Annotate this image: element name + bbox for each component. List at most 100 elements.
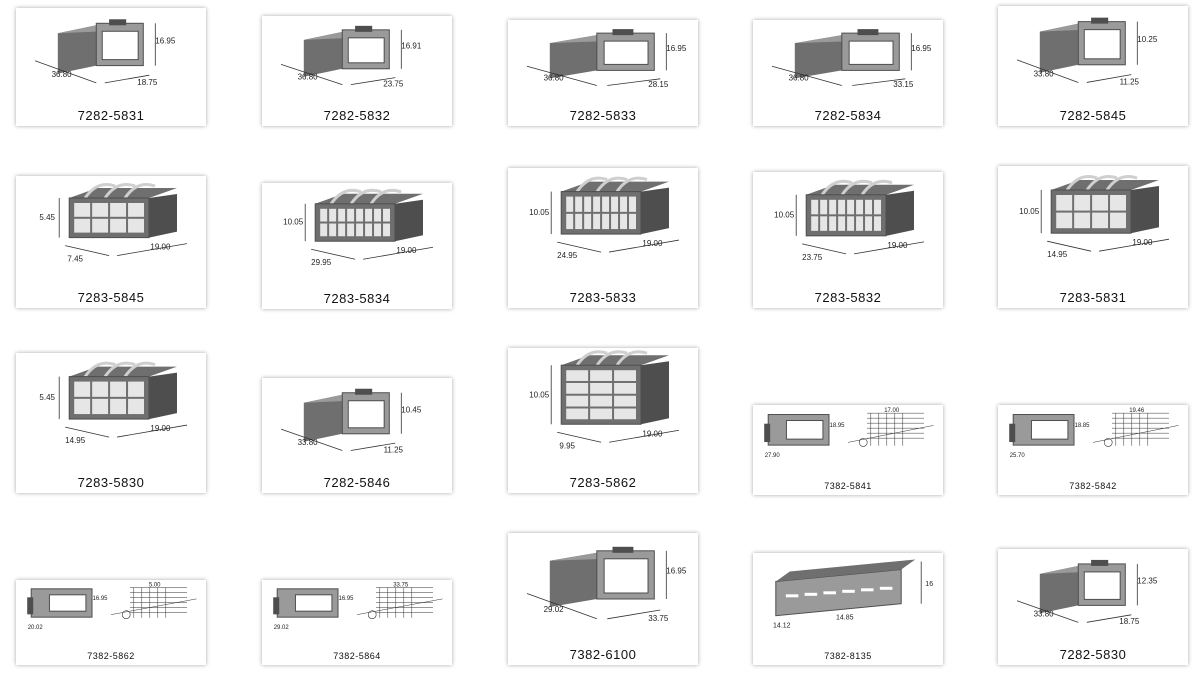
dimension-label: 29.95	[311, 258, 332, 267]
dimension-label: 19.00	[150, 243, 171, 252]
dimension-label: 10.05	[283, 217, 304, 226]
dimension-label: 10.05	[1019, 207, 1040, 216]
part-number: 7282-5846	[323, 475, 391, 490]
dimension-label: 19.00	[1132, 238, 1153, 247]
connector-body	[560, 176, 669, 235]
dimension-label: 18.85	[1074, 423, 1090, 429]
connector-body	[549, 29, 655, 79]
connector-illustration: 10.05 29.95 19.00	[283, 188, 434, 267]
dimension-label: 18.75	[137, 78, 158, 87]
dimension-label: 36.80	[544, 73, 565, 82]
part-number: 7382-6100	[569, 647, 637, 662]
dimension-label: 23.75	[802, 253, 823, 262]
product-card[interactable]: 10.05 29.95 19.00 7283-5834	[262, 183, 452, 309]
part-number: 7283-5833	[569, 290, 637, 305]
dimension-label: 16.95	[92, 596, 108, 602]
dimension-label: 33.15	[893, 80, 914, 89]
dimension-label: 14.95	[65, 436, 86, 445]
dimension-label: 16.95	[155, 36, 176, 45]
connector-body	[805, 179, 914, 237]
connector-illustration: 33.80 10.25 11.25	[1016, 17, 1158, 86]
dimension-label: 9.95	[559, 441, 575, 450]
part-number: 7382-5864	[333, 651, 381, 661]
dimension-label: 11.25	[384, 445, 404, 454]
dimension-label: 33.80	[298, 438, 319, 447]
connector-body	[57, 19, 144, 74]
dimension-label: 10.05	[529, 208, 550, 217]
part-number: 7282-5834	[814, 108, 882, 123]
part-number: 7282-5830	[1059, 647, 1127, 662]
dimension-label: 10.05	[529, 391, 550, 400]
technical-drawing	[273, 588, 377, 619]
connector-body	[549, 546, 655, 607]
dimension-label: 11.25	[1120, 77, 1140, 86]
technical-drawing	[1009, 414, 1113, 447]
connector-body	[794, 29, 900, 79]
part-number: 7382-5841	[824, 481, 872, 491]
connector-illustration: 36.80 16.95 33.15	[771, 29, 932, 89]
dimension-label: 14.12	[773, 623, 791, 630]
part-number: 7282-5831	[77, 108, 145, 123]
part-number: 7382-5842	[1069, 481, 1117, 491]
connector-body	[775, 559, 916, 617]
product-card[interactable]: 36.80 16.95 33.15 7282-5834	[753, 20, 943, 126]
part-number: 7283-5862	[569, 475, 637, 490]
dimension-label: 33.80	[1034, 610, 1055, 619]
dimension-label: 10.25	[1137, 35, 1158, 44]
dimension-label: 10.05	[774, 210, 795, 219]
dimension-label: 25.70	[1010, 453, 1026, 459]
dimension-label: 33.75	[648, 614, 669, 623]
dimension-label: 16.95	[911, 44, 932, 53]
dimension-label: 12.35	[1137, 577, 1158, 586]
dimension-label: 7.45	[67, 255, 83, 264]
dimension-label: 36.80	[298, 72, 319, 81]
connector-body	[314, 188, 423, 242]
part-number: 7283-5831	[1059, 290, 1127, 305]
part-number: 7282-5833	[569, 108, 637, 123]
dimension-label: 16.95	[666, 567, 687, 576]
dimension-label: 36.80	[52, 70, 73, 79]
product-card[interactable]: 29.02 16.95 33.75 7382-6100	[508, 533, 698, 665]
part-number: 7283-5834	[323, 291, 391, 306]
dimension-label: 33.75	[393, 582, 409, 588]
connector-body	[1039, 17, 1126, 73]
dimension-label: 20.02	[28, 625, 44, 631]
dimension-label: 19.00	[396, 246, 417, 255]
part-number: 7283-5832	[814, 290, 882, 305]
dimension-label: 16	[925, 581, 933, 588]
dimension-label: 14.85	[836, 615, 854, 622]
dimension-label: 36.80	[789, 73, 810, 82]
product-card[interactable]: 36.80 16.95 18.75 7282-5831	[16, 8, 206, 126]
dimension-label: 33.80	[1034, 70, 1055, 79]
dimension-label: 29.02	[274, 625, 290, 631]
connector-body	[1050, 175, 1159, 234]
connector-body	[560, 350, 669, 425]
dimension-label: 29.02	[544, 605, 565, 614]
